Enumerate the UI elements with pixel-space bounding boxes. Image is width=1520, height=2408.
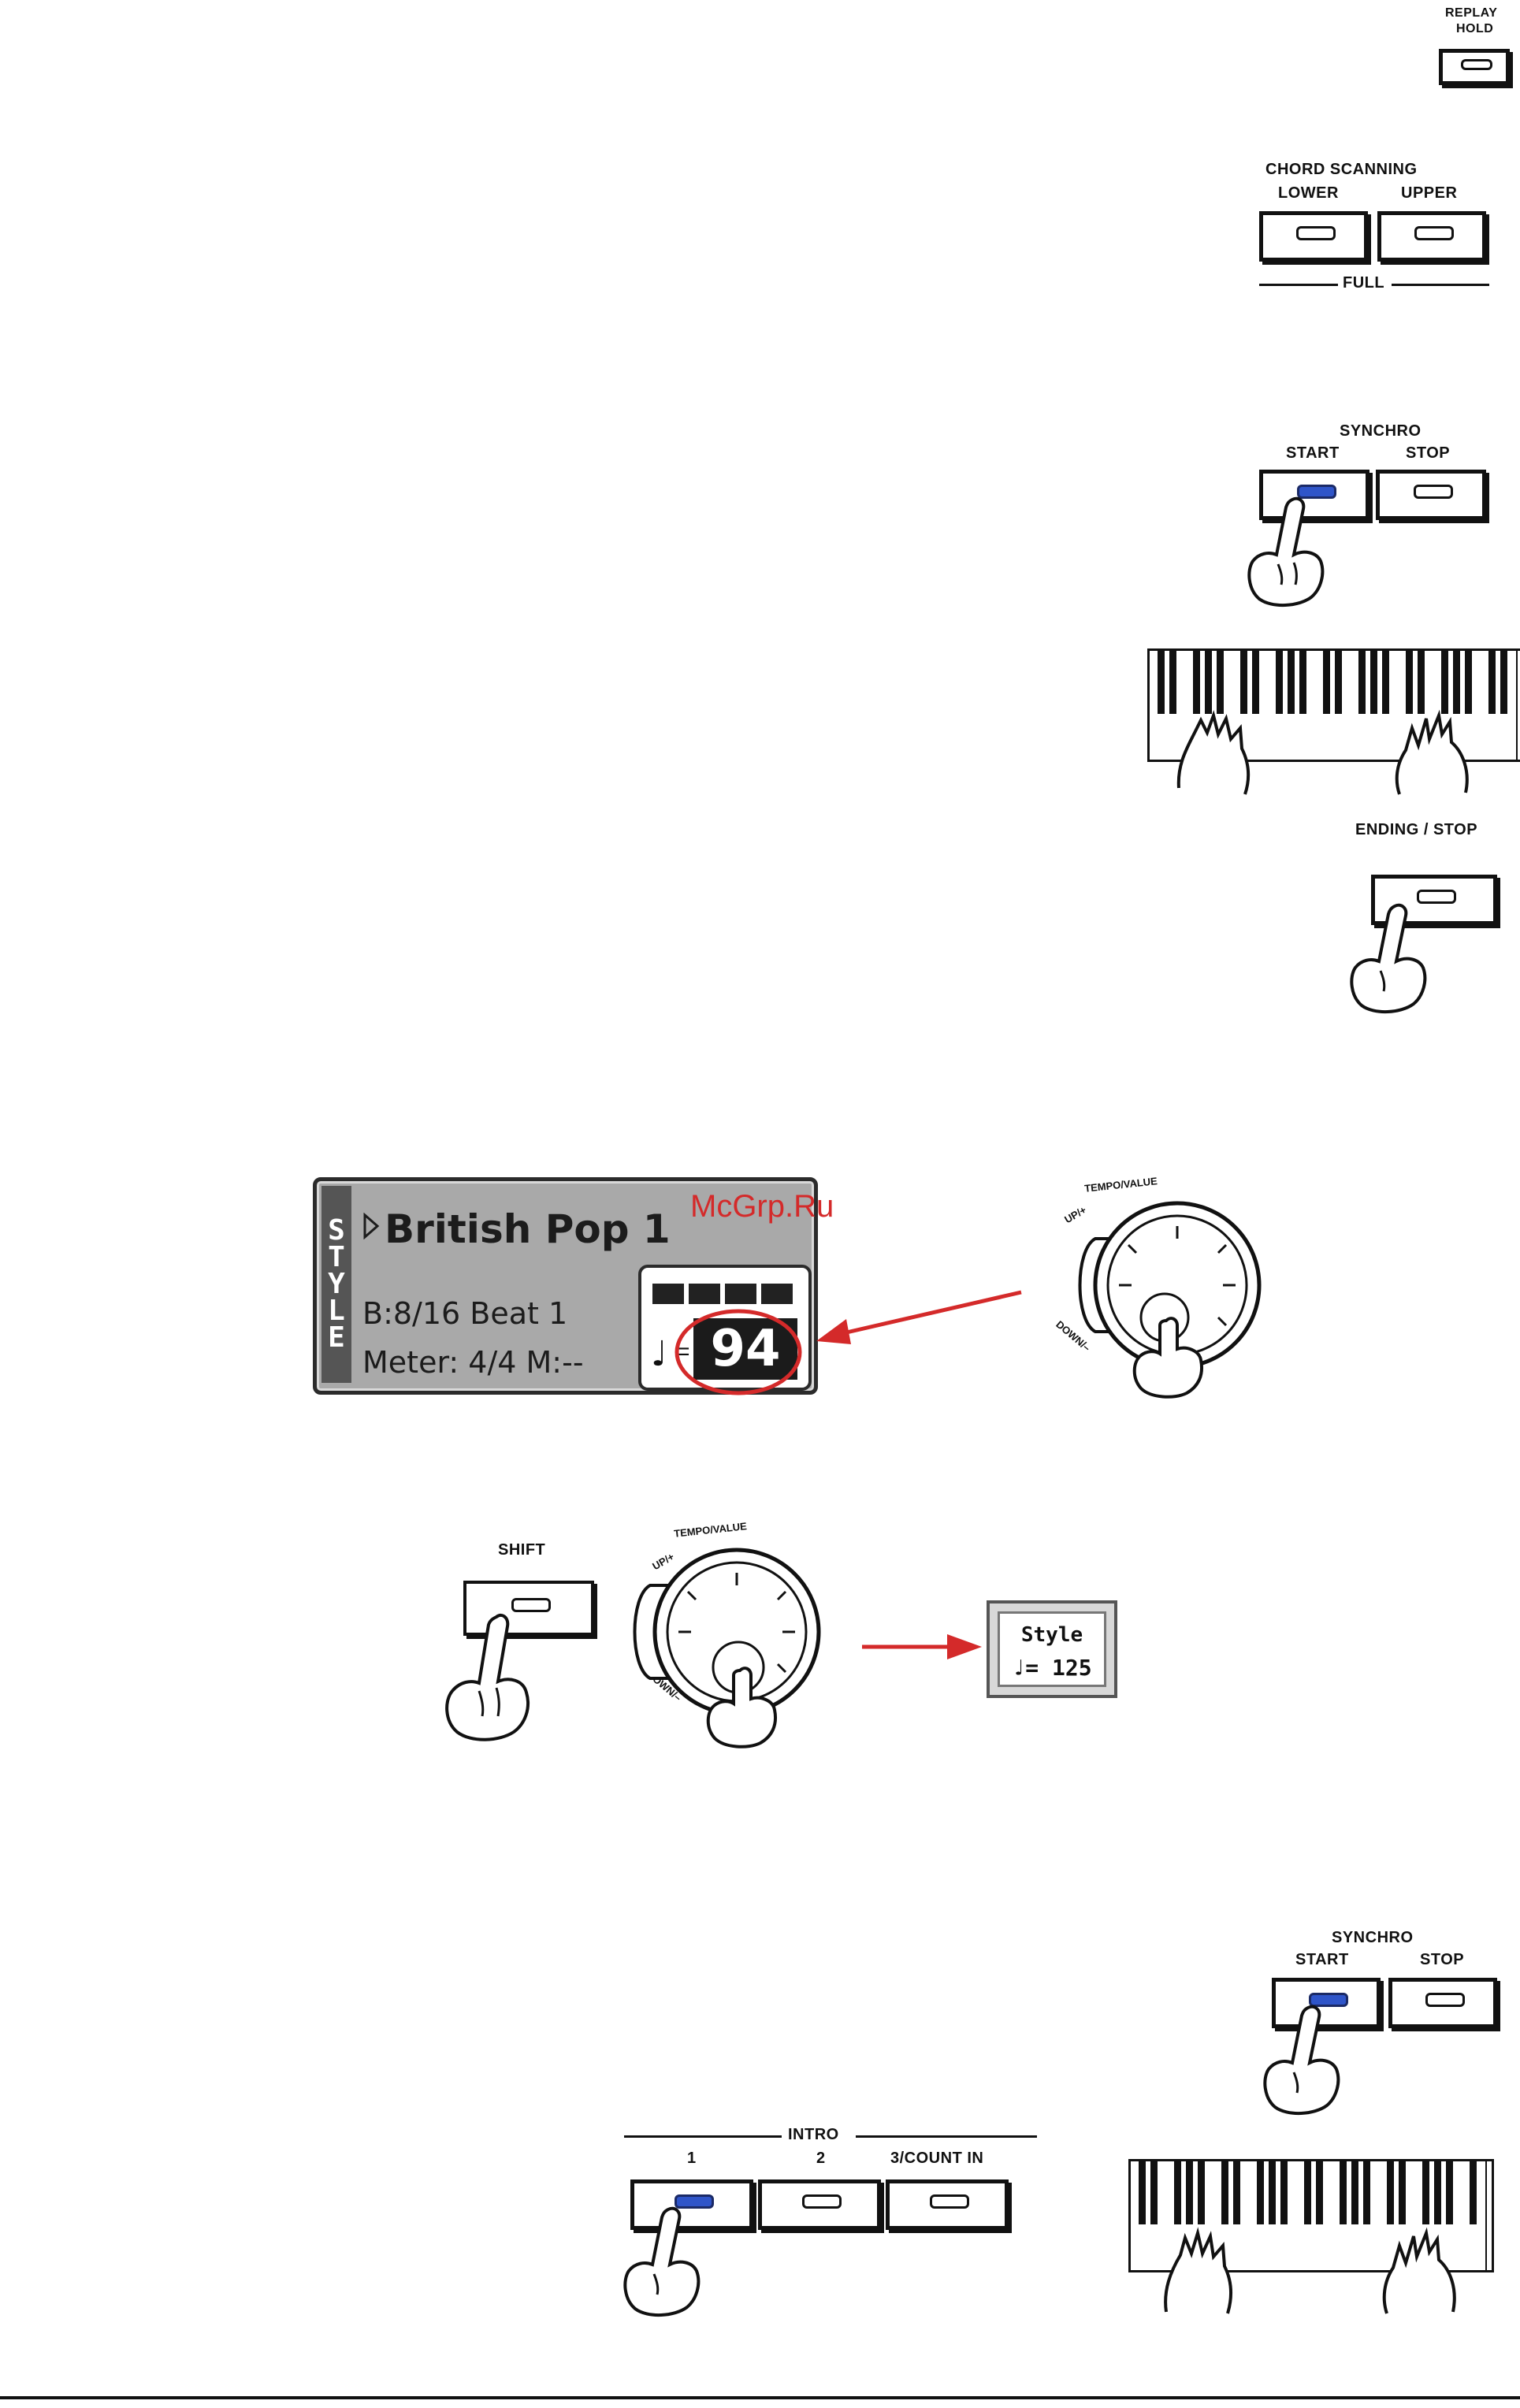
- replay-label: REPLAY: [1445, 6, 1497, 20]
- intro-panel: INTRO 1 2 3/COUNT IN: [596, 2120, 1061, 2324]
- ending-stop-label: ENDING / STOP: [1355, 821, 1477, 839]
- pointing-hand-icon: [433, 1606, 544, 1748]
- stop-label: STOP: [1420, 1951, 1464, 1969]
- button-led: [1296, 226, 1336, 240]
- replay-hold-button[interactable]: [1439, 49, 1510, 85]
- button-led: [930, 2194, 969, 2209]
- intro-label: INTRO: [788, 2126, 839, 2144]
- upper-button[interactable]: [1377, 211, 1486, 262]
- lcd-side-tab: S T Y L E: [321, 1186, 351, 1383]
- synchro-panel-top: SYNCHRO START STOP: [1229, 413, 1513, 610]
- meter-info: Meter: 4/4 M:--: [362, 1345, 584, 1380]
- tempo-dial-1: TEMPO/VALUE UP/+ DOWN/–: [1032, 1163, 1269, 1399]
- stop-button[interactable]: [1388, 1978, 1497, 2028]
- shift-label: SHIFT: [498, 1541, 545, 1559]
- watermark: McGrp.Ru: [690, 1189, 834, 1224]
- quarter-note-icon: ♩: [651, 1334, 667, 1374]
- start-label: START: [1286, 444, 1340, 463]
- beat-info: B:8/16 Beat 1: [362, 1296, 567, 1331]
- shift-panel: SHIFT: [426, 1537, 607, 1749]
- intro-2-label: 2: [816, 2150, 826, 2168]
- full-label: FULL: [1343, 274, 1384, 292]
- lcd-side-letter: L: [328, 1298, 345, 1325]
- lcd-side-letter: S: [328, 1217, 345, 1244]
- lcd-side-letter: E: [328, 1325, 345, 1351]
- beat-indicator-bars: [652, 1284, 793, 1304]
- footer-rule: [0, 2396, 1520, 2399]
- pointing-hand-icon: [1340, 898, 1442, 1016]
- button-led: [802, 2194, 842, 2209]
- lower-label: LOWER: [1278, 184, 1339, 203]
- intro-line-right: [856, 2135, 1037, 2138]
- synchro-panel-bottom: SYNCHRO START STOP: [1245, 1923, 1520, 2120]
- lcd-side-letter: T: [328, 1244, 345, 1271]
- tempo-dial-2: TEMPO/VALUE UP/+ DOWN/–: [626, 1513, 863, 1749]
- hands-on-keys-icon: [1143, 2214, 1505, 2317]
- stop-label: STOP: [1406, 444, 1450, 463]
- chord-scanning-label: CHORD SCANNING: [1265, 161, 1418, 179]
- style-name: British Pop 1: [385, 1206, 671, 1252]
- intro-3-button[interactable]: [886, 2179, 1009, 2230]
- full-line-left: [1259, 284, 1338, 286]
- dial-knob-icon[interactable]: [1032, 1163, 1269, 1399]
- intro-line-left: [624, 2135, 782, 2138]
- full-line-right: [1392, 284, 1489, 286]
- replay-hold-panel: REPLAY HOLD: [1434, 5, 1520, 91]
- arrow-left-icon: [812, 1284, 1024, 1347]
- popup-title: Style: [1000, 1623, 1104, 1647]
- popup-inner: Style ♩= 125: [998, 1611, 1106, 1687]
- lower-button[interactable]: [1259, 211, 1368, 262]
- intro-3-label: 3/COUNT IN: [890, 2150, 983, 2168]
- stop-button[interactable]: [1376, 470, 1486, 520]
- intro-2-button[interactable]: [758, 2179, 881, 2230]
- play-triangle-icon: [362, 1213, 380, 1239]
- highlight-circle-icon: [671, 1306, 805, 1398]
- button-led: [1414, 485, 1453, 499]
- ending-stop-panel: ENDING / STOP: [1332, 812, 1520, 1016]
- upper-label: UPPER: [1401, 184, 1457, 203]
- popup-tempo: ♩= 125: [1000, 1655, 1104, 1681]
- intro-1-label: 1: [687, 2150, 697, 2168]
- hold-label: HOLD: [1456, 22, 1493, 36]
- style-tempo-popup: Style ♩= 125: [987, 1600, 1117, 1698]
- dial-knob-icon[interactable]: [626, 1513, 863, 1749]
- arrow-right-icon: [859, 1631, 985, 1663]
- button-led: [1461, 59, 1492, 70]
- synchro-label: SYNCHRO: [1332, 1929, 1414, 1947]
- button-led: [1425, 1993, 1465, 2007]
- pointing-hand-icon: [613, 2202, 715, 2320]
- pointing-hand-icon: [1237, 492, 1340, 610]
- start-label: START: [1295, 1951, 1349, 1969]
- pointing-hand-icon: [1253, 2000, 1355, 2118]
- synchro-label: SYNCHRO: [1340, 422, 1422, 440]
- lcd-side-letter: Y: [328, 1271, 345, 1298]
- chord-scanning-panel: CHORD SCANNING LOWER UPPER FULL: [1253, 148, 1520, 306]
- button-led: [1414, 226, 1454, 240]
- hands-on-keys-icon: [1163, 701, 1520, 796]
